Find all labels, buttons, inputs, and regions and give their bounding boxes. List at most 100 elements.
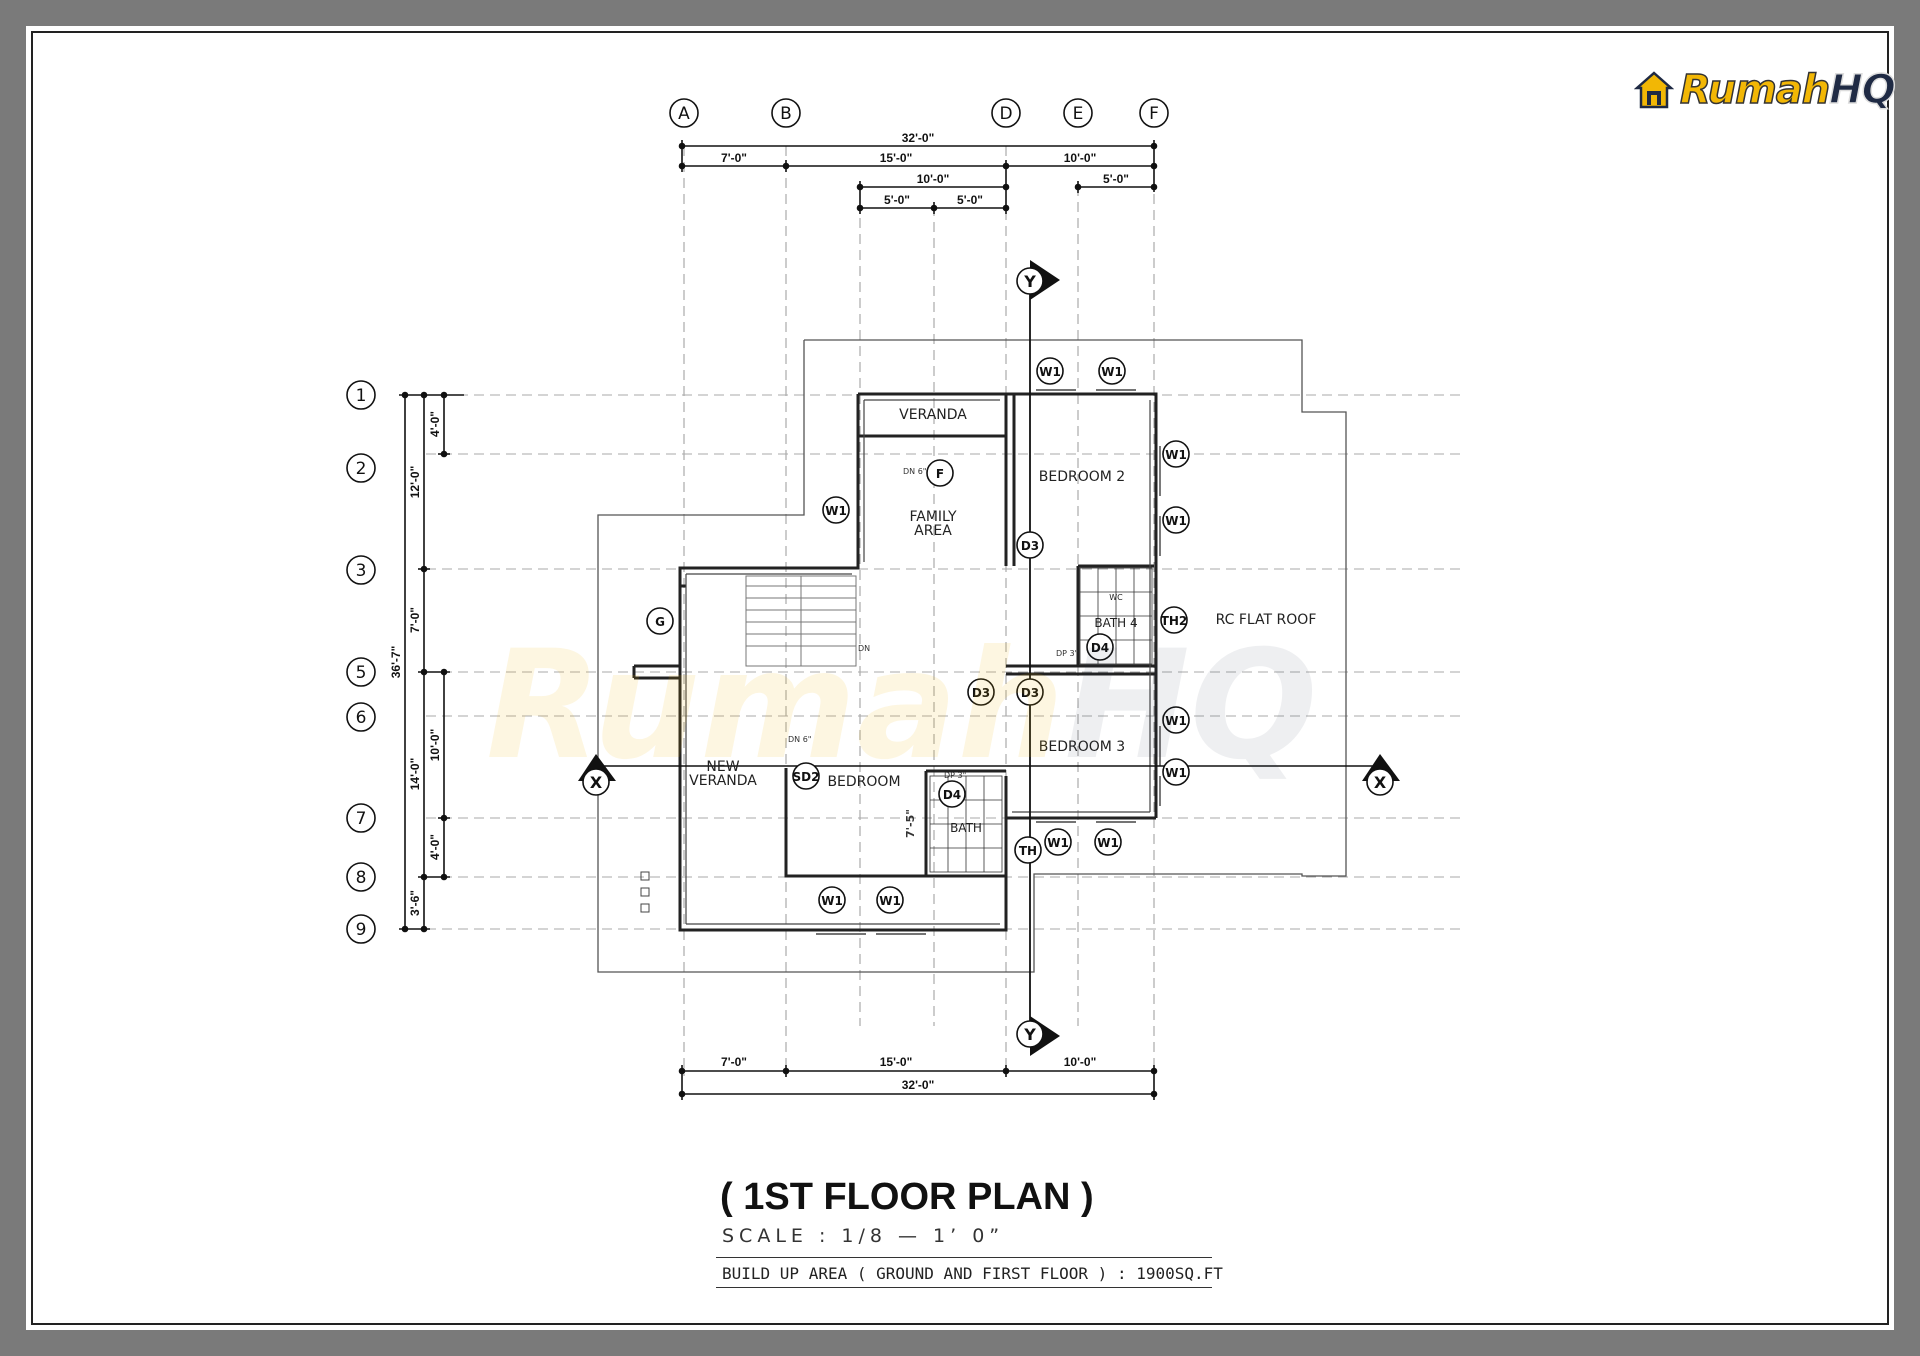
room-new-veranda-line2: VERANDA	[689, 773, 757, 789]
tag-w1-e: W1	[1165, 714, 1187, 728]
tag-w1-j: W1	[879, 894, 901, 908]
tag-circles	[646, 357, 1190, 914]
dim-left-r12: 4'-0"	[428, 411, 442, 437]
grid-row-3: 3	[356, 561, 367, 581]
bath-tiles	[929, 567, 1153, 873]
dim-top-half2: 5'-0"	[957, 193, 983, 207]
note-dp-bath: DP 3"	[944, 771, 966, 780]
dim-left-r13: 12'-0"	[408, 466, 422, 499]
grid-row-5: 5	[356, 663, 367, 683]
tag-w1-i: W1	[821, 894, 843, 908]
grid-col-a: A	[678, 104, 690, 124]
dim-top-bd: 15'-0"	[880, 151, 913, 165]
dim-left-r67: 10'-0"	[428, 729, 442, 762]
building-walls	[632, 392, 1158, 932]
tag-w1-d: W1	[1165, 514, 1187, 528]
section-x-right-label: X	[1374, 773, 1387, 792]
room-bath-4: BATH 4	[1094, 616, 1137, 630]
section-y-bottom-marker	[1016, 1020, 1044, 1048]
tag-w1-a: W1	[1039, 365, 1061, 379]
dim-left-r89: 3'-6"	[408, 890, 422, 916]
bottom-dimension-lines	[678, 1065, 1158, 1100]
logo-text-a: Rumah	[1679, 66, 1831, 114]
dim-left-r78: 4'-0"	[428, 834, 442, 860]
section-arrows	[578, 260, 1400, 1056]
tag-d3-c: D3	[1021, 686, 1039, 700]
logo-text-b: HQ	[1828, 66, 1896, 114]
grid-row-8: 8	[356, 868, 367, 888]
grid-col-b: B	[780, 104, 792, 124]
room-bedroom-2: BEDROOM 2	[1039, 469, 1125, 485]
room-bath: BATH	[950, 821, 982, 835]
drawing-sheet: Y Y X X A B D E F 1 2 3 5 6 7 8	[26, 26, 1896, 1330]
tag-w1-b: W1	[1101, 365, 1123, 379]
note-dn-veranda: DN 6"	[788, 735, 811, 744]
section-y-top-label: Y	[1023, 272, 1036, 291]
dim-bottom-ab: 7'-0"	[721, 1055, 747, 1069]
house-logo-icon	[1634, 71, 1674, 109]
note-dim-bath: 7'-5"	[904, 809, 917, 838]
column-grid-lines	[683, 146, 1155, 1076]
tag-w1-g: W1	[1047, 836, 1069, 850]
brand-logo: RumahHQ	[1634, 64, 1896, 116]
dim-bottom-overall: 32'-0"	[902, 1078, 935, 1092]
tag-f: F	[936, 467, 944, 481]
dim-top-ab: 7'-0"	[721, 151, 747, 165]
room-family-line2: AREA	[914, 523, 952, 539]
dim-top-overall: 32'-0"	[902, 131, 935, 145]
tag-w1-c: W1	[1165, 448, 1187, 462]
room-family-line1: FAMILY	[909, 509, 956, 525]
dim-top-inner: 10'-0"	[917, 172, 950, 186]
dim-top-ef: 5'-0"	[1103, 172, 1129, 186]
room-new-veranda-line1: NEW	[706, 759, 739, 775]
grid-col-e: E	[1073, 104, 1084, 124]
grid-col-d: D	[999, 104, 1012, 124]
grid-row-1: 1	[356, 386, 367, 406]
tag-d4-a: D4	[1091, 641, 1109, 655]
row-grid-bubbles	[346, 380, 376, 944]
grid-row-6: 6	[356, 708, 367, 728]
staircase	[745, 575, 857, 667]
left-dimension-lines	[399, 391, 464, 933]
dim-left-r57: 14'-0"	[408, 758, 422, 791]
grid-col-f: F	[1149, 104, 1159, 124]
build-up-area: BUILD UP AREA ( GROUND AND FIRST FLOOR )…	[716, 1257, 1223, 1288]
tag-g: G	[655, 615, 665, 629]
tag-w1-k: W1	[825, 504, 847, 518]
dim-left-overall: 36'-7"	[389, 646, 403, 679]
dim-top-df: 10'-0"	[1064, 151, 1097, 165]
grid-row-7: 7	[356, 809, 367, 829]
top-dimension-lines	[678, 140, 1158, 214]
grid-row-2: 2	[356, 459, 367, 479]
dim-left-r35: 7'-0"	[408, 607, 422, 633]
roof-outline	[597, 339, 1347, 973]
section-x-right-marker	[1366, 768, 1394, 796]
tag-d3-a: D3	[1021, 539, 1039, 553]
window-marks	[816, 389, 1161, 935]
section-y-bottom-label: Y	[1023, 1025, 1036, 1044]
tag-w1-h: W1	[1097, 836, 1119, 850]
column-grid-bubbles	[669, 98, 1169, 128]
sheet-border	[31, 31, 1889, 1325]
room-wc: WC	[1109, 593, 1123, 602]
room-veranda: VERANDA	[899, 407, 967, 423]
dim-bottom-bd: 15'-0"	[880, 1055, 913, 1069]
dim-bottom-df: 10'-0"	[1064, 1055, 1097, 1069]
plan-title: ( 1ST FLOOR PLAN )	[720, 1176, 1094, 1218]
floor-plan-drawing: Y Y X X A B D E F 1 2 3 5 6 7 8	[31, 31, 1889, 1325]
room-bedroom: BEDROOM	[827, 774, 900, 790]
room-rc-flat-roof: RC FLAT ROOF	[1216, 612, 1317, 628]
section-x-left-label: X	[590, 773, 603, 792]
section-y-top-marker	[1016, 267, 1044, 295]
tag-d4-b: D4	[943, 788, 961, 802]
plan-scale: SCALE : 1/8 — 1’ 0”	[722, 1225, 1005, 1247]
tag-th: TH	[1019, 844, 1037, 858]
section-marks	[582, 267, 1394, 1048]
room-bedroom-3: BEDROOM 3	[1039, 739, 1125, 755]
tag-sd2: SD2	[793, 770, 820, 784]
tag-th2: TH2	[1161, 614, 1188, 628]
note-dn-family: DN 6"	[903, 467, 926, 476]
title-block: ( 1ST FLOOR PLAN ) SCALE : 1/8 — 1’ 0” B…	[716, 1176, 1236, 1288]
tag-d3-b: D3	[972, 686, 990, 700]
wall-double-lines	[685, 399, 1151, 925]
